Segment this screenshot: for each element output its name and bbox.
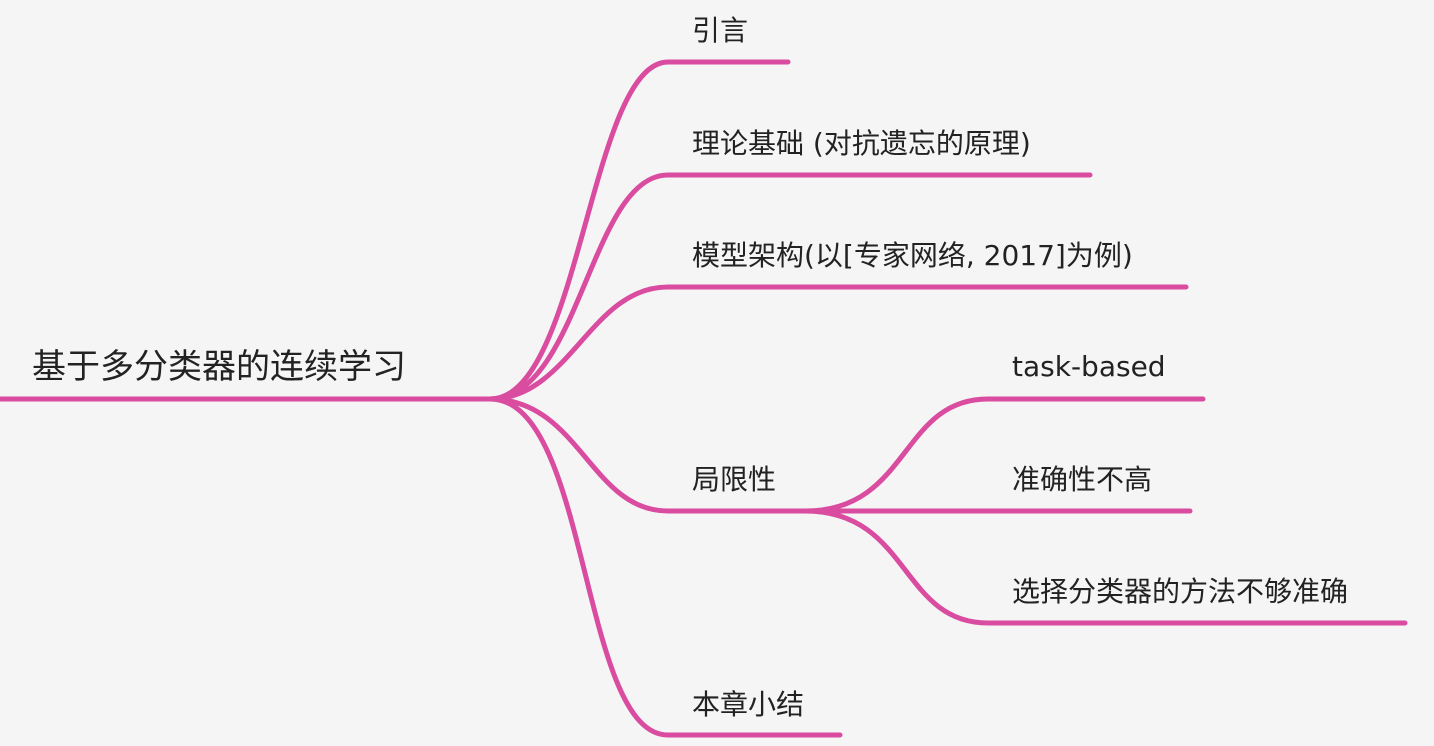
branch-root-to-theory	[487, 172, 1093, 402]
branch-limitations-to-selector	[802, 508, 1408, 626]
mindmap-branches	[0, 59, 1408, 738]
branch-root-to-intro	[487, 59, 791, 402]
root-node-label: 基于多分类器的连续学习	[32, 347, 406, 387]
branch-root-to-summary	[487, 396, 843, 738]
child-node-architecture: 模型架构(以[专家网络, 2017]为例)	[692, 239, 1133, 272]
leaf-node-task-based: task-based	[1012, 350, 1166, 383]
child-node-theory: 理论基础 (对抗遗忘的原理)	[692, 127, 1031, 160]
branch-limitations-to-task-based	[802, 396, 1206, 514]
branch-root-to-architecture	[487, 284, 1189, 402]
child-node-summary: 本章小结	[692, 688, 804, 721]
mindmap-labels: 基于多分类器的连续学习 引言 理论基础 (对抗遗忘的原理) 模型架构(以[专家网…	[32, 14, 1348, 721]
leaf-node-selector: 选择分类器的方法不够准确	[1012, 575, 1348, 608]
child-node-intro: 引言	[692, 14, 748, 47]
branch-root-to-limitations	[487, 396, 808, 514]
child-node-limitations: 局限性	[692, 463, 776, 496]
leaf-node-accuracy: 准确性不高	[1012, 463, 1152, 496]
